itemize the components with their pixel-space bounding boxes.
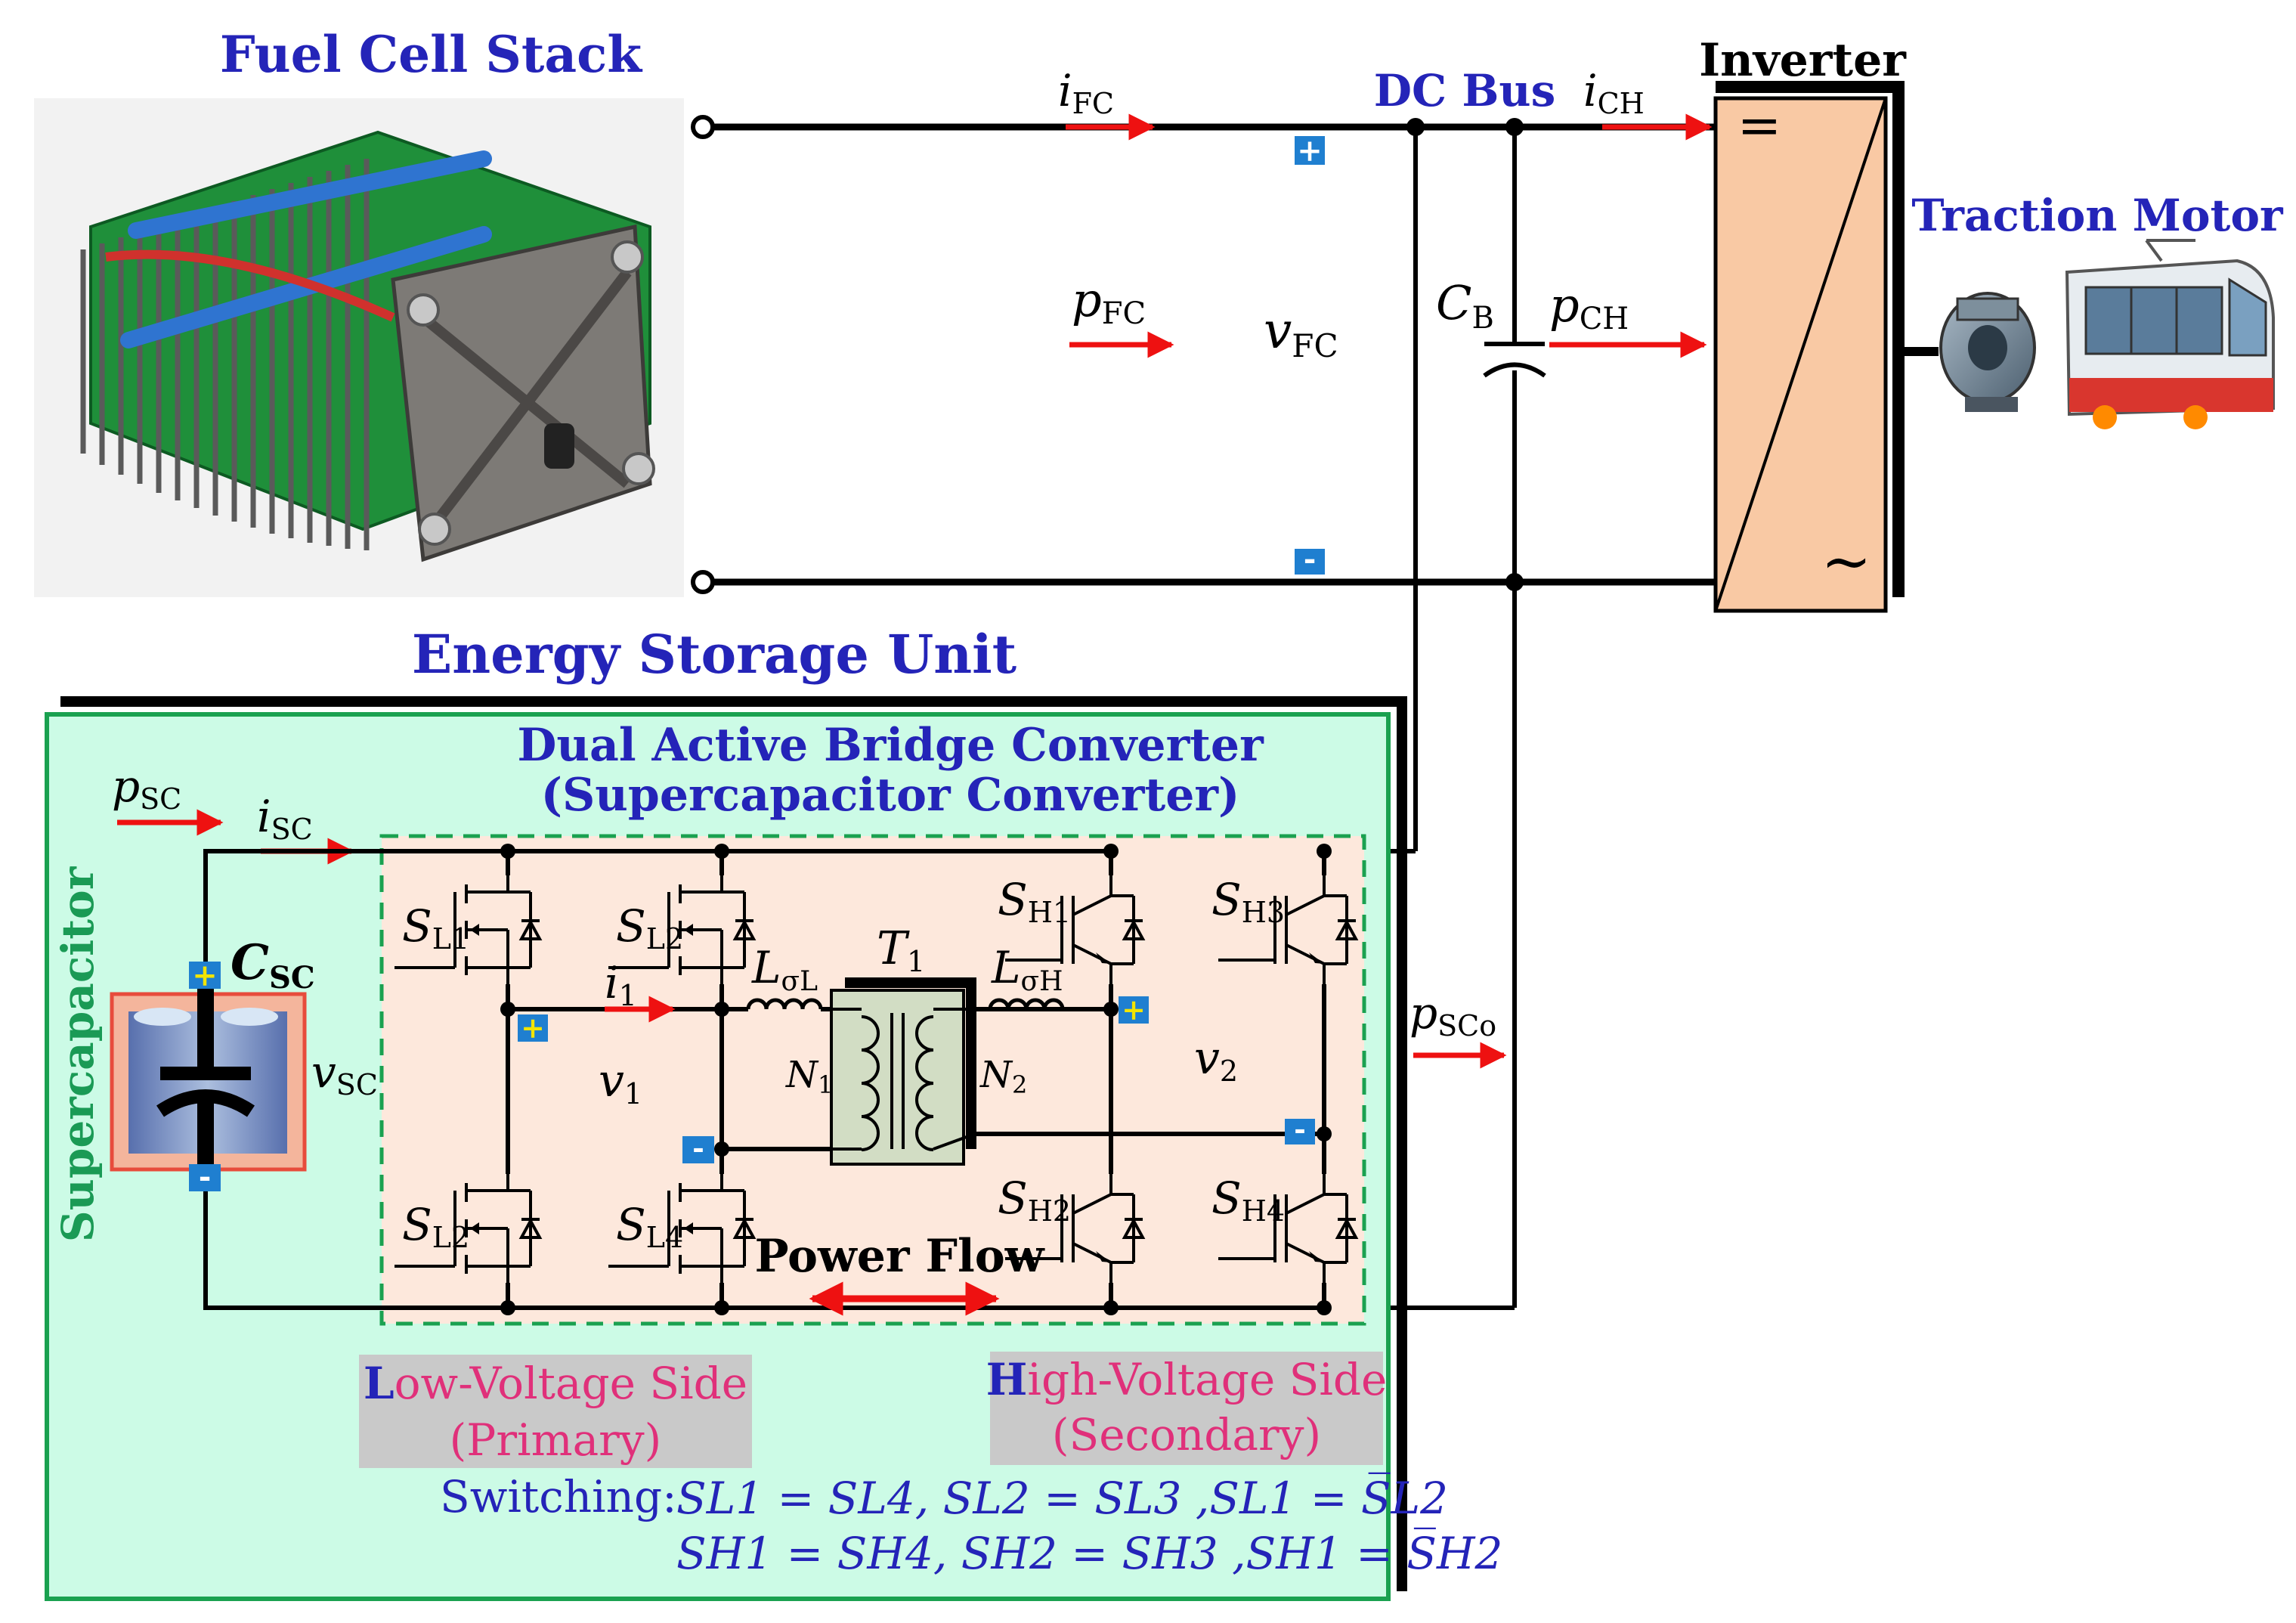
high-voltage-side-label: High-Voltage Side: [986, 1354, 1388, 1405]
supercapacitor-label: Supercapacitor: [52, 866, 104, 1242]
inverter-title: Inverter: [1699, 34, 1907, 87]
p-fc-label: pFC: [1072, 272, 1146, 331]
traction-motor-title: Traction Motor: [1911, 190, 2284, 241]
svg-text:+: +: [521, 1011, 545, 1045]
bus-negative-marker: -: [1295, 541, 1325, 577]
low-voltage-side-bg: [359, 1355, 752, 1468]
v1-positive-marker: +: [518, 1011, 548, 1045]
svg-text:+: +: [1122, 993, 1146, 1027]
i-ch-label: iCH: [1583, 65, 1645, 120]
dc-bus-title: DC Bus: [1374, 65, 1556, 116]
v-fc-label: vFC: [1264, 302, 1338, 364]
high-voltage-side-bg: [990, 1352, 1383, 1465]
svg-text:~: ~: [1821, 526, 1871, 596]
svg-text:+: +: [1297, 133, 1323, 169]
s-l4-label: SL4: [616, 1199, 683, 1254]
s-h2-label: SH2: [998, 1172, 1071, 1228]
transformer-t1: [830, 977, 976, 1166]
switching-line1: SL1 = SL4, SL2 = SL3 ,SL1 = S̅L2: [676, 1471, 1448, 1524]
svg-text:-: -: [692, 1131, 704, 1165]
power-flow-label: Power Flow: [755, 1230, 1045, 1283]
inductor-l-sigma-l: [746, 998, 831, 1011]
p-sc-label: pSC: [112, 760, 181, 816]
supercapacitor-image: [110, 975, 307, 1187]
v2-positive-marker: +: [1119, 993, 1149, 1027]
dab-title-line2: (Supercapacitor Converter): [541, 769, 1240, 822]
c-sc-label: CSC: [231, 934, 315, 996]
l-sigma-h-label: LσH: [991, 942, 1063, 997]
v1-label: v1: [599, 1055, 642, 1110]
energy-storage-unit-title: Energy Storage Unit: [412, 623, 1016, 686]
svg-text:-: -: [1304, 541, 1317, 577]
svg-text:=: =: [1737, 94, 1782, 156]
n2-label: N2: [979, 1054, 1027, 1099]
switching-label: Switching:: [440, 1471, 677, 1522]
v-sc-label: vSC: [311, 1046, 378, 1101]
v2-label: v2: [1194, 1032, 1238, 1088]
v1-negative-marker: -: [682, 1131, 714, 1165]
n1-label: N1: [785, 1054, 833, 1099]
high-voltage-side-sub: (Secondary): [1052, 1409, 1321, 1460]
s-h3-label: SH3: [1211, 874, 1285, 929]
inverter-block: = ~: [1713, 81, 1905, 613]
p-ch-label: pCH: [1549, 277, 1629, 336]
i-sc-label: iSC: [257, 791, 313, 846]
tram-image: [2065, 239, 2275, 429]
s-l2-top-label: SL2: [616, 900, 683, 956]
t1-label: T1: [877, 922, 925, 978]
bus-positive-marker: +: [1295, 133, 1325, 169]
low-voltage-side-label: Low-Voltage Side: [364, 1358, 747, 1409]
p-sco-label: pSCo: [1409, 987, 1496, 1042]
traction-motor-image: [1939, 292, 2036, 412]
i1-label: i1: [605, 957, 637, 1012]
svg-text:-: -: [199, 1159, 212, 1194]
supercap-negative-marker: -: [189, 1159, 221, 1194]
dab-title-line1: Dual Active Bridge Converter: [517, 719, 1264, 772]
switching-line2: SH1 = SH4, SH2 = SH3 ,SH1 = S̅H2: [676, 1526, 1502, 1579]
l-sigma-l-label: LσL: [751, 942, 818, 997]
s-l2-bottom-label: SL2: [402, 1199, 469, 1254]
svg-text:-: -: [1294, 1112, 1306, 1146]
supercap-positive-marker: +: [189, 958, 221, 993]
s-h4-label: SH4: [1211, 1172, 1285, 1228]
svg-text:+: +: [192, 958, 218, 993]
fuel-cell-stack-image: [34, 98, 684, 597]
s-h1-label: SH1: [998, 874, 1071, 929]
i-fc-label: iFC: [1058, 65, 1114, 120]
dc-bus-capacitor: [1483, 342, 1546, 378]
fuel-cell-stack-title: Fuel Cell Stack: [220, 25, 642, 84]
c-b-label: CB: [1436, 275, 1494, 336]
v2-negative-marker: -: [1285, 1112, 1315, 1146]
low-voltage-side-sub: (Primary): [450, 1414, 662, 1466]
s-l1-label: SL1: [402, 900, 469, 956]
inductor-l-sigma-h: [988, 998, 1065, 1010]
